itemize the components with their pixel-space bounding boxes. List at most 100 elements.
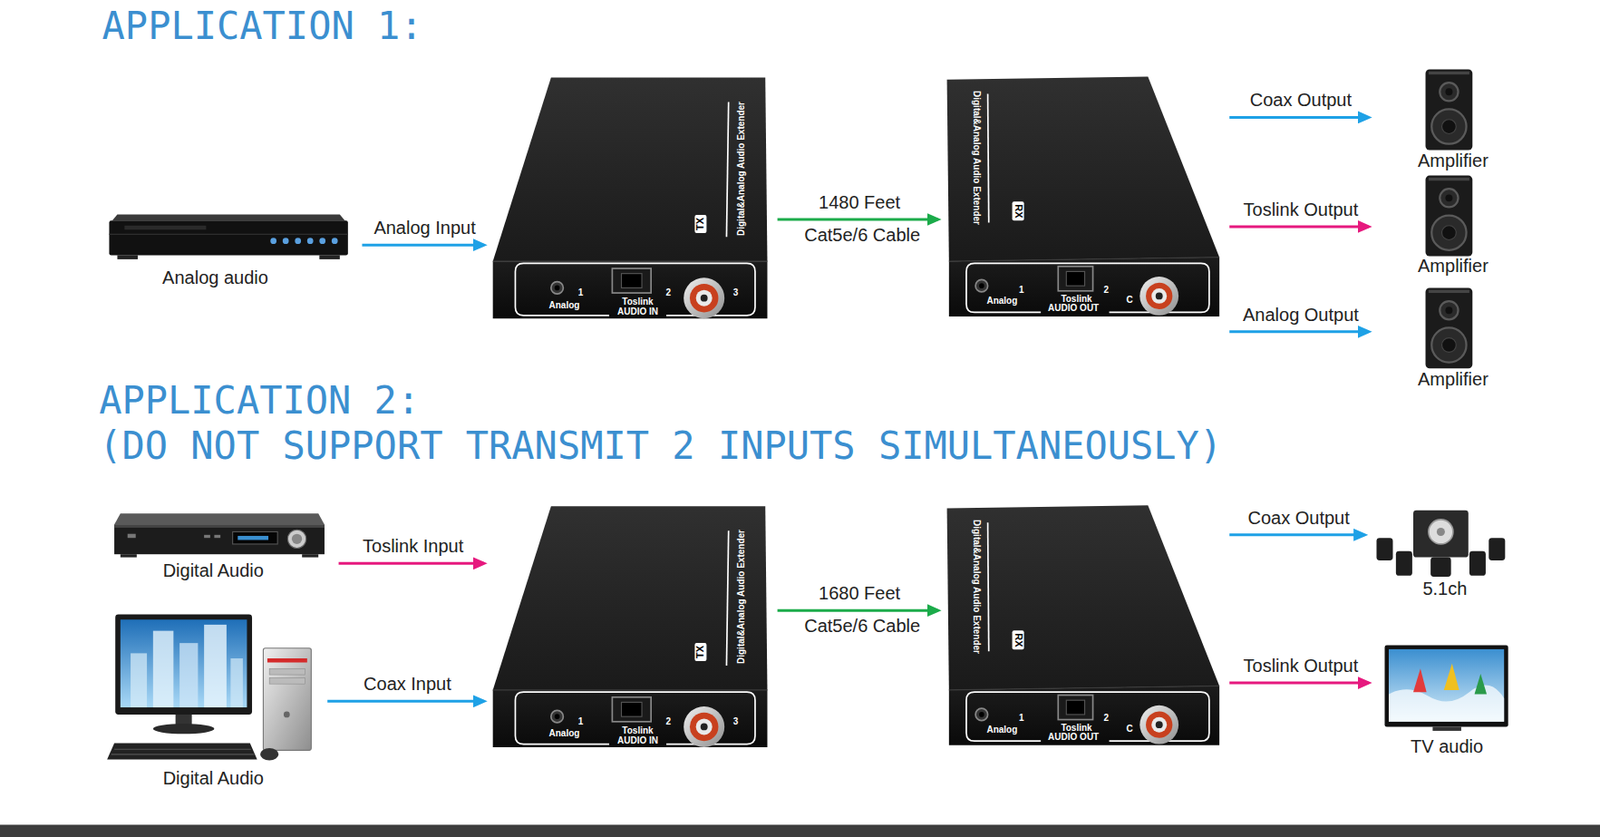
tv-screen [1388, 649, 1504, 722]
port-label: Analog [986, 295, 1018, 307]
signal-arrow [1229, 224, 1368, 228]
port-number: 2 [666, 716, 672, 728]
speaker-node: 5.1ch [1373, 502, 1511, 605]
screen-building [230, 658, 243, 708]
tower-stripe [267, 658, 308, 663]
dvd-button [213, 534, 221, 538]
port-number: 1 [1018, 284, 1025, 296]
signal-arrow [361, 243, 484, 247]
signal-arrow [1229, 116, 1368, 119]
device-label: Amplifier [1417, 149, 1489, 171]
speaker-icon [1425, 287, 1474, 369]
extender-box: Digital&Analog Audio ExtenderRX1AnalogTo… [947, 500, 1222, 756]
subwoofer-cone [1428, 519, 1454, 544]
player-button [307, 237, 314, 244]
power-button [283, 711, 291, 718]
signal-arrow [1229, 533, 1365, 536]
key-row [114, 748, 252, 750]
speaker-icon [1425, 175, 1474, 257]
extender-box: Digital&Analog Audio ExtenderTX1AnalogTo… [493, 500, 769, 756]
monitor-stand [175, 714, 193, 725]
mouse [260, 747, 279, 761]
tv-node: TV audio [1377, 639, 1517, 761]
cable-label: Cat5e/6 Cable [804, 223, 921, 245]
port-label: C [1125, 723, 1133, 735]
transmitter-box [493, 505, 768, 747]
port-label: Toslink [1060, 722, 1092, 734]
device-node: Digital Audio [102, 609, 320, 794]
port-label: Toslink [621, 725, 653, 737]
product-name: Digital&Analog Audio Extender [970, 90, 982, 225]
footer-bar [0, 824, 1600, 837]
extender-box: Digital&Analog Audio ExtenderRX1AnalogTo… [947, 71, 1222, 346]
receiver-box [947, 504, 1221, 746]
dvd-foot [301, 553, 319, 557]
device-node: Digital Audio [108, 508, 330, 584]
unit-badge: RX [1012, 630, 1025, 650]
device-label: Amplifier [1417, 254, 1489, 276]
dvd-body [114, 524, 325, 555]
signal-arrow [777, 609, 939, 612]
player-foot [319, 254, 340, 260]
disc-tray [124, 225, 206, 231]
speaker-icon [1425, 69, 1474, 151]
edge-label: 1680 Feet [816, 582, 902, 604]
device-label: 5.1ch [1422, 578, 1467, 600]
satellite-speaker [1376, 537, 1393, 561]
dvd-digits [237, 535, 269, 541]
screen-wave [1388, 685, 1504, 722]
keyboard [106, 742, 257, 759]
port-number: 1 [1018, 713, 1025, 725]
player-button [319, 237, 326, 244]
edge-label: Toslink Input [360, 535, 466, 557]
device-label: Analog audio [162, 267, 269, 289]
signal-arrow [339, 562, 485, 565]
section-heading: (DO NOT SUPPORT TRANSMIT 2 INPUTS SIMULT… [98, 424, 1222, 468]
screen-building [203, 624, 227, 708]
edge-label: Coax Output [1248, 89, 1354, 111]
player-body [108, 220, 348, 255]
player-button [282, 237, 290, 244]
port-label: AUDIO OUT [1047, 732, 1099, 744]
player-button [270, 237, 277, 244]
port-label: Analog [549, 300, 581, 311]
player-line [108, 233, 348, 235]
satellite-speaker [1488, 537, 1505, 561]
tv-frame [1384, 644, 1508, 727]
section-heading: APPLICATION 2: [98, 378, 420, 423]
dvd-top [114, 513, 325, 524]
extender-box: Digital&Analog Audio ExtenderTX1AnalogTo… [493, 71, 769, 346]
key-row [111, 753, 255, 755]
unit-badge: RX [1012, 201, 1025, 221]
dvd-knob [287, 529, 306, 548]
transmitter-box [493, 77, 768, 320]
dvd-button [203, 534, 211, 538]
signal-arrow [327, 699, 484, 703]
port-number: 3 [733, 287, 739, 299]
edge-label: Analog Output [1241, 304, 1361, 326]
player-foot [116, 254, 138, 260]
tv-stand [1432, 726, 1462, 731]
edge-label: Coax Output [1246, 507, 1352, 529]
port-label: Toslink [621, 296, 653, 308]
unit-badge: TX [695, 213, 708, 233]
port-number: 2 [666, 287, 672, 299]
edge-label: Coax Input [361, 673, 454, 695]
player-top [112, 213, 346, 221]
screen-sail [1413, 668, 1427, 692]
device-label: TV audio [1410, 735, 1484, 757]
player-button [331, 237, 339, 244]
device-label: Digital Audio [163, 560, 264, 582]
port-label: Analog [549, 728, 581, 740]
drive-bay [269, 668, 305, 675]
speaker-node: Amplifier [1377, 63, 1532, 174]
device-label: Amplifier [1417, 368, 1489, 389]
cable-label: Cat5e/6 Cable [804, 615, 921, 637]
edge-label: Toslink Output [1241, 655, 1361, 677]
device-node: Analog audio [104, 209, 354, 291]
monitor-screen [120, 619, 248, 708]
pc-tower [262, 648, 311, 751]
product-name: Digital&Analog Audio Extender [736, 530, 748, 665]
edge-label: 1480 Feet [816, 192, 902, 214]
port-label: Analog [986, 724, 1018, 736]
